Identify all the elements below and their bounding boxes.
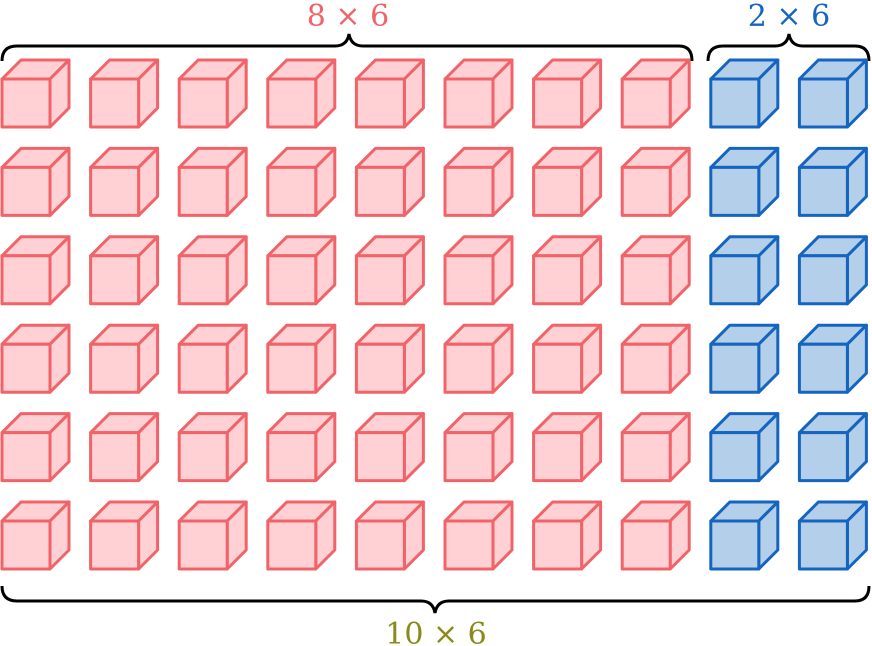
cube-red — [532, 235, 603, 306]
cube-grid — [0, 58, 868, 571]
cube-red — [266, 500, 337, 571]
cube-red — [354, 235, 425, 306]
cube-blue — [797, 323, 868, 394]
cube-blue — [797, 58, 868, 129]
cube-blue — [797, 235, 868, 306]
cube-red — [0, 235, 71, 306]
total-label: 10 × 6 — [385, 617, 486, 646]
brace-bottom — [0, 585, 871, 614]
cube-red — [0, 146, 71, 217]
cube-red — [620, 412, 691, 483]
cube-red — [89, 412, 160, 483]
brace-right — [706, 33, 871, 62]
cube-blue — [797, 412, 868, 483]
cube-red — [177, 412, 248, 483]
cube-red — [89, 235, 160, 306]
cube-red — [532, 323, 603, 394]
cube-red — [354, 58, 425, 129]
cube-red — [532, 146, 603, 217]
cube-blue — [709, 500, 780, 571]
cube-red — [620, 58, 691, 129]
cube-red — [443, 412, 514, 483]
cube-red — [620, 235, 691, 306]
cube-red — [0, 323, 71, 394]
brace-left — [0, 33, 694, 62]
cube-red — [89, 500, 160, 571]
cube-blue — [797, 146, 868, 217]
right-group-label: 2 × 6 — [748, 0, 830, 34]
cube-red — [354, 323, 425, 394]
cube-red — [620, 500, 691, 571]
cube-red — [532, 500, 603, 571]
cube-red — [177, 235, 248, 306]
cube-blue — [797, 500, 868, 571]
cube-red — [266, 235, 337, 306]
cube-red — [0, 58, 71, 129]
cube-red — [266, 323, 337, 394]
cube-red — [266, 58, 337, 129]
cube-blue — [709, 146, 780, 217]
cube-red — [177, 500, 248, 571]
cube-red — [177, 58, 248, 129]
cube-red — [177, 146, 248, 217]
cube-red — [354, 146, 425, 217]
cube-red — [0, 412, 71, 483]
braces — [0, 33, 871, 614]
cube-red — [620, 323, 691, 394]
cube-red — [443, 323, 514, 394]
left-group-label: 8 × 6 — [307, 0, 389, 34]
cube-red — [532, 412, 603, 483]
cube-red — [266, 412, 337, 483]
cube-red — [620, 146, 691, 217]
cube-red — [89, 146, 160, 217]
cube-red — [354, 412, 425, 483]
cube-red — [443, 235, 514, 306]
cube-red — [354, 500, 425, 571]
cube-red — [89, 323, 160, 394]
cube-blue — [709, 323, 780, 394]
cube-red — [443, 58, 514, 129]
cube-blue — [709, 412, 780, 483]
cube-red — [443, 500, 514, 571]
cube-blue — [709, 235, 780, 306]
cube-red — [443, 146, 514, 217]
cube-blue — [709, 58, 780, 129]
cube-red — [0, 500, 71, 571]
cube-red — [89, 58, 160, 129]
cube-red — [532, 58, 603, 129]
cube-red — [266, 146, 337, 217]
cube-red — [177, 323, 248, 394]
